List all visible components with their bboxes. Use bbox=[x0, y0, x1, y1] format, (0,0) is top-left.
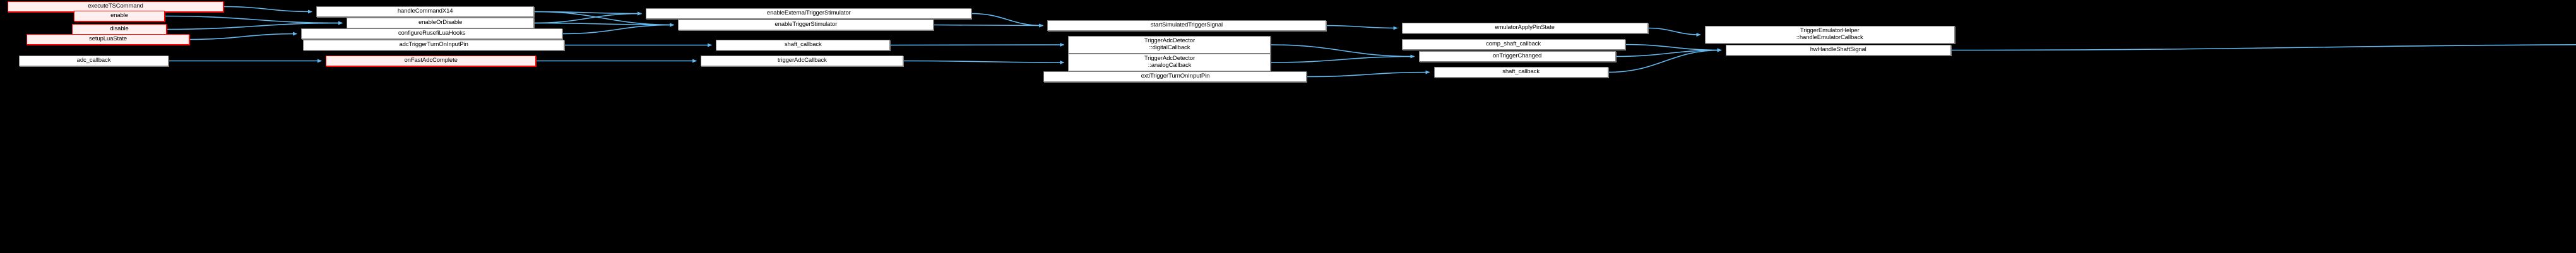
graph-node-adc-callback[interactable]: adc_callback bbox=[19, 56, 169, 66]
graph-node-enabletriggerstimulator[interactable]: enableTriggerStimulator bbox=[678, 20, 934, 30]
graph-node-startsimulatedtriggersignal[interactable]: startSimulatedTriggerSignal bbox=[1047, 20, 1326, 31]
graph-node-enableexternaltriggerstimulator[interactable]: enableExternalTriggerStimulator bbox=[646, 8, 972, 19]
graph-node-shaft-callback-top[interactable]: shaft_callback bbox=[716, 40, 891, 50]
graph-node-extitriggerturnoninputpin[interactable]: extiTriggerTurnOnInputPin bbox=[1043, 71, 1307, 82]
graph-node-setupluastate[interactable]: setupLuaState bbox=[27, 34, 190, 45]
graph-node-configurerusefiluahooks[interactable]: configureRusefiLuaHooks bbox=[301, 28, 563, 39]
graph-node-adctriggerturnoninputpin[interactable]: adcTriggerTurnOnInputPin bbox=[303, 40, 565, 50]
graph-node-enableordisable[interactable]: enableOrDisable bbox=[347, 18, 535, 28]
graph-node-comp-shaft-callback[interactable]: comp_shaft_callback bbox=[1401, 39, 1625, 50]
graph-node-enable[interactable]: enable bbox=[74, 11, 165, 21]
graph-node-ontriggerchanged[interactable]: onTriggerChanged bbox=[1418, 51, 1616, 62]
graph-node-onfastadccomplete[interactable]: onFastAdcComplete bbox=[326, 56, 537, 66]
graph-node-disable[interactable]: disable bbox=[72, 24, 167, 35]
graph-node-triggeradcdetector-analogcallback[interactable]: TriggerAdcDetector ::analogCallback bbox=[1068, 54, 1271, 71]
graph-node-triggeremulatorhelper-handleemulatorcallback[interactable]: TriggerEmulatorHelper ::handleEmulatorCa… bbox=[1704, 26, 1955, 44]
graph-node-triggeradccallback[interactable]: triggerAdcCallback bbox=[701, 56, 904, 66]
graph-node-shaft-callback-bottom[interactable]: shaft_callback bbox=[1433, 67, 1608, 78]
graph-node-triggeradcdetector-digitalcallback[interactable]: TriggerAdcDetector ::digitalCallback bbox=[1068, 36, 1271, 54]
graph-node-handlecommandx14[interactable]: handleCommandX14 bbox=[316, 6, 535, 17]
graph-node-hwhandleshaftsignal[interactable]: hwHandleShaftSignal bbox=[1725, 45, 1951, 56]
graph-node-emulatorapplypinstate[interactable]: emulatorApplyPinState bbox=[1401, 23, 1648, 33]
